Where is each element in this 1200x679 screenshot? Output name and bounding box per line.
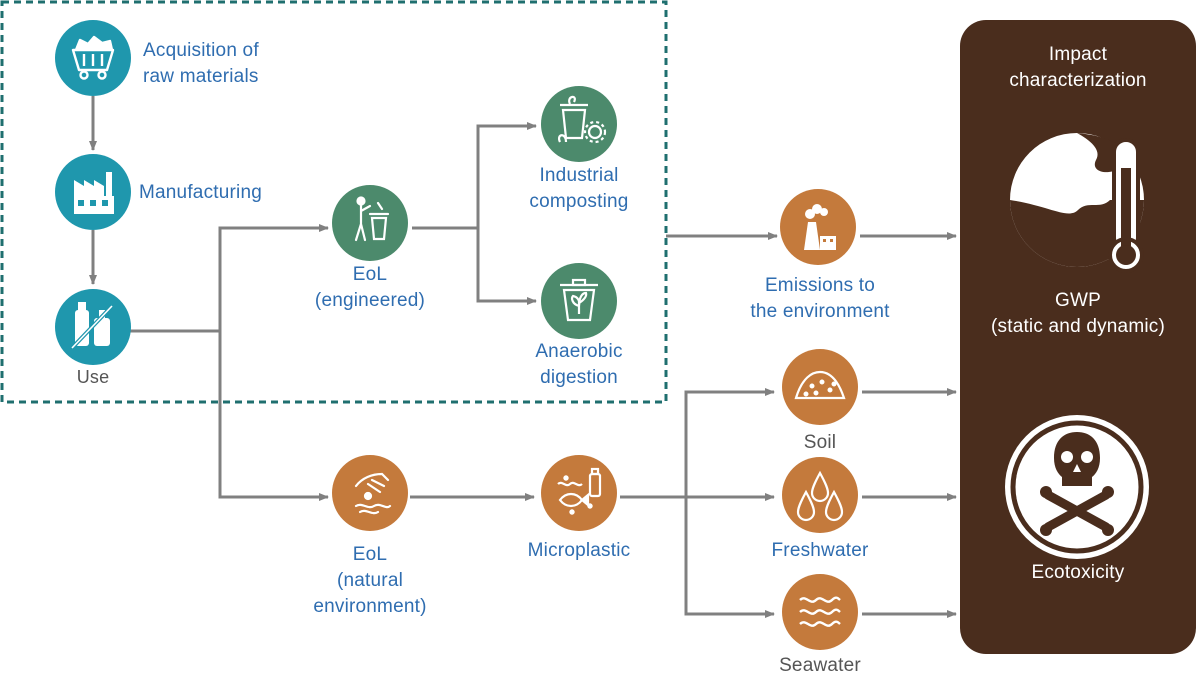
skull-crossbones-icon <box>1005 415 1149 559</box>
seawater-label: Seawater <box>779 655 861 676</box>
industrial-composting-label-line2: composting <box>529 191 629 212</box>
eol-natural-label-line1: EoL <box>352 544 388 565</box>
gwp-label-line2: (static and dynamic) <box>990 316 1165 337</box>
soil-label: Soil <box>803 432 837 453</box>
raw-materials-label-line1: Acquisition of <box>143 40 259 61</box>
node-use <box>55 289 131 365</box>
eol-natural-label-line3: environment) <box>313 596 427 617</box>
engineered-system-boundary <box>0 0 668 404</box>
arrow-eol-to-digestion <box>476 228 537 305</box>
anaerobic-digestion-label-line2: digestion <box>540 367 618 388</box>
eol-natural-label-line2: (natural <box>336 570 404 591</box>
node-eol-engineered <box>332 185 408 261</box>
ecotoxicity-label: Ecotoxicity <box>1031 562 1125 583</box>
raw-materials-label-line2: raw materials <box>143 66 259 87</box>
arrow-microplastic-to-seawater <box>684 497 775 618</box>
arrow-use-to-eol-natural <box>218 331 329 501</box>
node-anaerobic-digestion <box>541 263 617 339</box>
manufacturing-label: Manufacturing <box>139 182 263 203</box>
waste-bin-sprout-icon <box>560 278 598 322</box>
arrow-use-to-eol-engineered <box>130 224 329 333</box>
connectors <box>89 96 957 618</box>
emissions-label: Emissions to the environment <box>738 273 902 325</box>
water-drops-icon <box>796 470 844 522</box>
mine-cart-icon <box>71 35 115 80</box>
node-microplastic <box>541 455 617 531</box>
eol-engineered-label: EoL (engineered) <box>300 262 440 314</box>
impact-panel-title: Impact characterization <box>960 42 1196 94</box>
freshwater-label: Freshwater <box>771 540 869 561</box>
node-industrial-composting <box>541 86 617 162</box>
emissions-label-line1: Emissions to <box>764 275 876 296</box>
eol-engineered-label-line2: (engineered) <box>314 290 426 311</box>
node-freshwater <box>782 457 858 533</box>
industrial-composting-label: Industrial composting <box>509 163 649 215</box>
use-label: Use <box>76 367 110 387</box>
factory-icon <box>74 172 114 214</box>
globe-thermometer-icon <box>1010 133 1144 273</box>
factory-smoke-icon <box>804 204 836 250</box>
node-emissions <box>780 189 856 265</box>
industrial-composting-label-line1: Industrial <box>539 165 619 186</box>
arrow-eol-to-composting <box>412 122 537 230</box>
node-eol-natural <box>332 455 408 531</box>
impact-panel-title-line2: characterization <box>1009 70 1147 91</box>
microplastic-label: Microplastic <box>527 540 631 561</box>
compost-bin-gear-icon <box>558 95 607 144</box>
anaerobic-digestion-label-line1: Anaerobic <box>535 341 623 362</box>
raw-materials-label: Acquisition of raw materials <box>143 38 259 90</box>
hand-dropping-icon <box>354 472 392 515</box>
node-manufacturing <box>55 154 131 230</box>
person-trash-bin-icon <box>354 196 390 242</box>
node-seawater <box>782 574 858 650</box>
node-soil <box>782 349 858 425</box>
fish-bottle-icon <box>557 467 602 515</box>
gwp-label: GWP (static and dynamic) <box>960 288 1196 340</box>
soil-pile-icon <box>794 370 846 400</box>
bottles-icon <box>70 302 114 350</box>
waves-icon <box>799 596 841 627</box>
emissions-label-line2: the environment <box>750 301 890 322</box>
eol-natural-label: EoL (natural environment) <box>295 542 445 620</box>
arrow-microplastic-to-soil <box>620 388 775 499</box>
gwp-label-line1: GWP <box>1055 290 1101 311</box>
impact-panel-title-line1: Impact <box>1048 44 1108 65</box>
node-raw-materials <box>55 20 131 96</box>
eol-engineered-label-line1: EoL <box>352 264 388 285</box>
anaerobic-digestion-label: Anaerobic digestion <box>509 339 649 391</box>
